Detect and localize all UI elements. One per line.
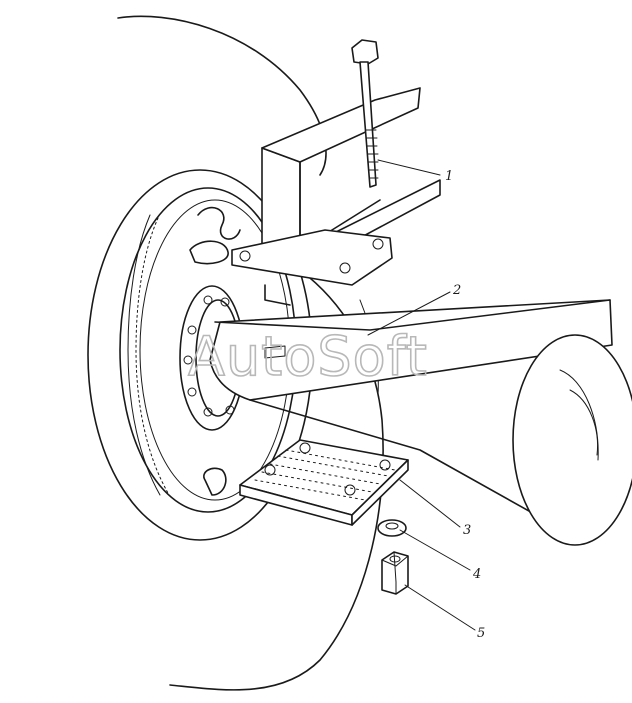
lower-plate <box>239 439 409 526</box>
right-wheel <box>512 334 632 546</box>
callout-label-5: 5 <box>477 626 485 641</box>
callout-label-3: 3 <box>463 523 471 538</box>
axle-beam <box>209 299 613 521</box>
callout-label-1: 1 <box>445 169 453 184</box>
callout-label-4: 4 <box>472 567 481 582</box>
brake-shoe-details <box>189 206 241 496</box>
hex-nut <box>381 551 409 595</box>
callout-label-2: 2 <box>452 283 461 298</box>
u-bolt <box>351 39 379 188</box>
leader-lines <box>367 159 476 631</box>
lock-washer <box>377 519 407 537</box>
upper-bracket <box>231 87 441 306</box>
watermark-text: AutoSoft <box>188 325 428 388</box>
